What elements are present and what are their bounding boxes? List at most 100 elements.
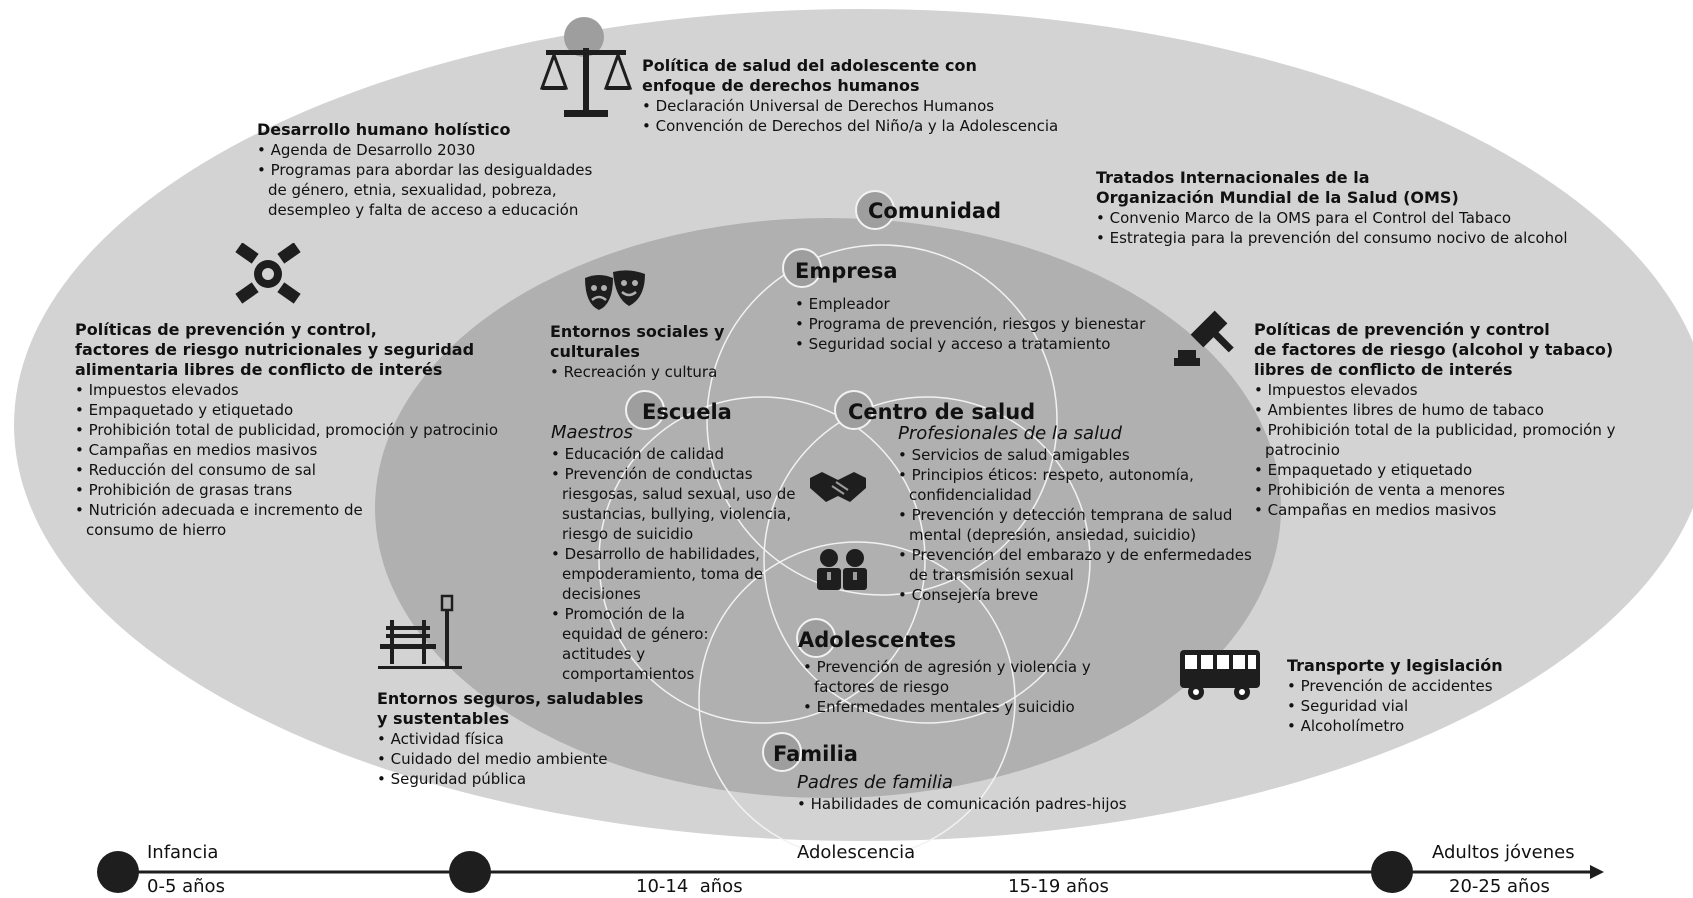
- list-item: Prevención de agresión y violencia y fac…: [803, 657, 1104, 697]
- adolescentes-block: Prevención de agresión y violencia y fac…: [803, 657, 1103, 717]
- politica-derechos-block: Política de salud del adolescente con en…: [642, 56, 1102, 136]
- list-item: Actividad física: [377, 729, 697, 749]
- escuela-block: Maestros Educación de calidad Prevención…: [551, 422, 801, 684]
- list-item: Convenio Marco de la OMS para el Control…: [1096, 208, 1576, 228]
- desarrollo-humano-block: Desarrollo humano holístico Agenda de De…: [257, 120, 602, 220]
- gavel-icon: [1174, 310, 1234, 366]
- timeline-dot-infancia: [97, 851, 139, 893]
- list-item: Enfermedades mentales y suicidio: [803, 697, 1103, 717]
- list-item: Promoción de la equidad de género: actit…: [551, 604, 712, 684]
- list-item: Empaquetado y etiquetado: [1254, 460, 1624, 480]
- list-item: Empleador: [795, 294, 1165, 314]
- empresa-label: Empresa: [795, 259, 898, 283]
- centro-salud-role: Profesionales de la salud: [898, 423, 1122, 444]
- list-item: Empaquetado y etiquetado: [75, 400, 375, 420]
- derechos-marker: [564, 17, 604, 57]
- salud-marker: [834, 390, 874, 430]
- list-item: Declaración Universal de Derechos Humano…: [642, 96, 1102, 116]
- escuela-role: Maestros: [551, 422, 633, 443]
- list-item: Ambientes libres de humo de tabaco: [1254, 400, 1624, 420]
- list-item: Programa de prevención, riesgos y bienes…: [795, 314, 1165, 334]
- politicas-alcohol-title-2: de factores de riesgo (alcohol y tabaco): [1254, 340, 1614, 359]
- list-item: Habilidades de comunicación padres-hijos: [797, 794, 1147, 814]
- empresa-circle: [706, 244, 1058, 596]
- list-item: Servicios de salud amigables: [898, 445, 1256, 465]
- transporte-block: Transporte y legislación Prevención de a…: [1287, 656, 1587, 736]
- empresa-block: Empleador Programa de prevención, riesgo…: [795, 294, 1165, 354]
- entornos-sociales-block: Entornos sociales y culturales Recreació…: [550, 322, 750, 382]
- list-item: Prevención y detección temprana de salud…: [898, 505, 1254, 545]
- timeline-adolescencia: Adolescencia: [797, 842, 916, 863]
- theater-masks-icon: [585, 270, 645, 310]
- list-item: Alcoholímetro: [1287, 716, 1587, 736]
- park-bench-icon: [378, 594, 462, 669]
- hands-unity-icon: [235, 243, 301, 304]
- timeline-age-20-25: 20-25 años: [1449, 876, 1550, 897]
- politicas-alcohol-title-3: libres de conflicto de interés: [1254, 360, 1513, 379]
- adolescentes-label: Adolescentes: [798, 628, 957, 652]
- politicas-nutricion-title-2: factores de riesgo nutricionales y segur…: [75, 340, 475, 359]
- list-item: Prohibición total de publicidad, promoci…: [75, 420, 516, 440]
- list-item: Prohibición total de la publicidad, prom…: [1254, 420, 1624, 460]
- entornos-seguros-title-2: y sustentables: [377, 709, 510, 728]
- transporte-title: Transporte y legislación: [1287, 656, 1503, 675]
- list-item: Consejería breve: [898, 585, 1256, 605]
- centro-salud-block: Profesionales de la salud Servicios de s…: [898, 423, 1256, 605]
- familia-marker: [762, 732, 802, 772]
- list-item: Prohibición de venta a menores: [1254, 480, 1624, 500]
- politicas-alcohol-title-1: Políticas de prevención y control: [1254, 320, 1550, 339]
- familia-label: Familia: [773, 742, 858, 766]
- timeline-dot-adolescencia: [449, 851, 491, 893]
- desarrollo-humano-title: Desarrollo humano holístico: [257, 120, 511, 139]
- entornos-sociales-title-2: culturales: [550, 342, 640, 361]
- list-item: Prohibición de grasas trans: [75, 480, 375, 500]
- politicas-nutricion-block: Políticas de prevención y control, facto…: [75, 320, 515, 540]
- centro-salud-label: Centro de salud: [848, 400, 1036, 424]
- timeline-infancia: Infancia: [147, 842, 219, 863]
- escuela-marker: [625, 390, 665, 430]
- list-item: Estrategia para la prevención del consum…: [1096, 228, 1576, 248]
- escuela-label: Escuela: [642, 400, 732, 424]
- timeline-age-0-5: 0-5 años: [147, 876, 225, 897]
- list-item: Prevención del embarazo y de enfermedade…: [898, 545, 1256, 585]
- timeline-dot-adultos: [1371, 851, 1413, 893]
- timeline-age-15-19: 15-19 años: [1008, 876, 1109, 897]
- list-item: Seguridad vial: [1287, 696, 1587, 716]
- entornos-sociales-title-1: Entornos sociales y: [550, 322, 725, 341]
- list-item: Cuidado del medio ambiente: [377, 749, 697, 769]
- list-item: Nutrición adecuada e incremento de consu…: [75, 500, 375, 540]
- list-item: Convención de Derechos del Niño/a y la A…: [642, 116, 1102, 136]
- politica-derechos-title-2: enfoque de derechos humanos: [642, 76, 920, 95]
- list-item: Seguridad social y acceso a tratamiento: [795, 334, 1165, 354]
- bus-icon: [1180, 650, 1260, 700]
- list-item: Impuestos elevados: [1254, 380, 1624, 400]
- handshake-icon: [810, 472, 866, 502]
- people-icon: [817, 549, 867, 590]
- list-item: Agenda de Desarrollo 2030: [257, 140, 602, 160]
- list-item: Principios éticos: respeto, autonomía, c…: [898, 465, 1209, 505]
- politicas-nutricion-title-3: alimentaria libres de conflicto de inter…: [75, 360, 443, 379]
- entornos-seguros-block: Entornos seguros, saludables y sustentab…: [377, 689, 697, 789]
- empresa-marker: [782, 248, 822, 288]
- list-item: Campañas en medios masivos: [75, 440, 375, 460]
- tratados-oms-title-2: Organización Mundial de la Salud (OMS): [1096, 188, 1459, 207]
- timeline-adultos: Adultos jóvenes: [1432, 842, 1575, 863]
- politicas-alcohol-block: Políticas de prevención y control de fac…: [1254, 320, 1624, 520]
- politicas-nutricion-title-1: Políticas de prevención y control,: [75, 320, 377, 339]
- familia-block: Padres de familia Habilidades de comunic…: [797, 772, 1147, 814]
- entornos-seguros-title-1: Entornos seguros, saludables: [377, 689, 644, 708]
- comunidad-marker: [855, 190, 895, 230]
- tratados-oms-title-1: Tratados Internacionales de la: [1096, 168, 1370, 187]
- list-item: Recreación y cultura: [550, 362, 750, 382]
- list-item: Seguridad pública: [377, 769, 697, 789]
- list-item: Prevención de accidentes: [1287, 676, 1587, 696]
- politica-derechos-title-1: Política de salud del adolescente con: [642, 56, 977, 75]
- list-item: Programas para abordar las desigualdades…: [257, 160, 602, 220]
- timeline-age-10-14: 10-14 años: [636, 876, 743, 897]
- timeline-arrow: [1590, 865, 1604, 879]
- scale-icon: [540, 48, 632, 117]
- list-item: Desarrollo de habilidades, empoderamient…: [551, 544, 767, 604]
- list-item: Impuestos elevados: [75, 380, 375, 400]
- list-item: Campañas en medios masivos: [1254, 500, 1624, 520]
- list-item: Reducción del consumo de sal: [75, 460, 375, 480]
